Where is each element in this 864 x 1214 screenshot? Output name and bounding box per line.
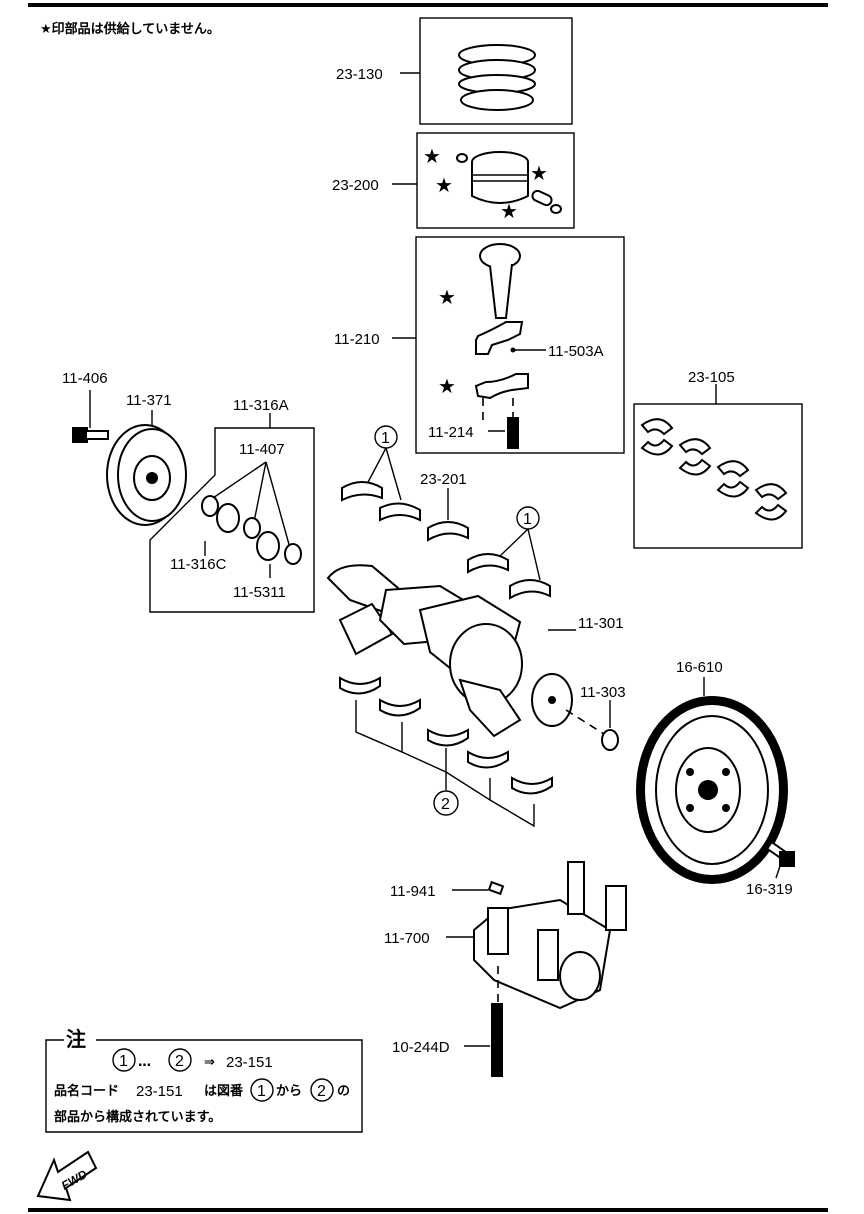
note-line2-c: から: [276, 1084, 302, 1099]
header-note: ★印部品は供給していません。: [40, 21, 220, 37]
star-icon: ★: [423, 144, 441, 168]
label-11-303: 11-303: [580, 684, 626, 701]
label-23-200: 23-200: [332, 177, 379, 194]
piston-ring-set[interactable]: [400, 17, 573, 125]
label-11-941: 11-941: [390, 883, 436, 900]
star-icon: ★: [438, 285, 456, 309]
label-23-105: 23-105: [688, 369, 735, 386]
label-11-407: 11-407: [239, 441, 285, 458]
pilot-bearing[interactable]: [565, 700, 619, 751]
flywheel[interactable]: [636, 677, 788, 884]
label-11-406: 11-406: [62, 370, 108, 387]
label-23-201: 23-201: [420, 471, 467, 488]
label-11-503A: 11-503A: [548, 343, 604, 360]
note-line2-code: 23-151: [136, 1083, 183, 1100]
note-line2-b: は図番: [204, 1083, 244, 1099]
label-11-210: 11-210: [334, 331, 380, 348]
label-10-244D: 10-244D: [392, 1039, 450, 1056]
lower-main-bearings[interactable]: [339, 676, 553, 828]
label-16-319: 16-319: [746, 881, 793, 898]
label-11-301: 11-301: [578, 615, 624, 632]
label-16-610: 16-610: [676, 659, 723, 676]
note-line2-d: の: [337, 1084, 350, 1099]
top-border: [28, 3, 828, 7]
note-ellipsis: …: [138, 1055, 151, 1070]
star-icon: ★: [500, 199, 518, 223]
bearing-cap-assembly[interactable]: [446, 861, 627, 1077]
star-icon: ★: [438, 374, 456, 398]
circled-two: 2: [317, 1083, 326, 1100]
star-icon: ★: [435, 173, 453, 197]
label-11-700: 11-700: [384, 930, 430, 947]
star-icon: ★: [530, 161, 548, 185]
crankshaft-pulley[interactable]: [106, 410, 187, 526]
note-arrow: ⇒: [204, 1055, 215, 1070]
connecting-rod-assembly[interactable]: [392, 236, 625, 454]
note-title: 注: [66, 1027, 86, 1051]
circled-one: 1: [523, 511, 532, 528]
bottom-border: [28, 1208, 828, 1212]
note-code: 23-151: [226, 1054, 273, 1071]
circled-one: 1: [257, 1083, 266, 1100]
piston-assembly[interactable]: [392, 132, 575, 229]
crankshaft[interactable]: [326, 564, 576, 738]
note-line2-a: 品名コード: [54, 1083, 119, 1099]
label-11-316C: 11-316C: [170, 556, 227, 573]
label-11-371: 11-371: [126, 392, 172, 409]
circled-one: 1: [381, 430, 390, 447]
note-box: [45, 1039, 363, 1133]
flywheel-bolt[interactable]: [765, 840, 795, 879]
crank-pulley-bolt[interactable]: [72, 390, 109, 443]
circled-two: 2: [175, 1053, 184, 1070]
oil-seal-kit[interactable]: [149, 413, 315, 613]
forward-arrow-icon: [36, 1150, 98, 1202]
label-11-214: 11-214: [428, 424, 474, 441]
label-11-316A: 11-316A: [233, 397, 289, 414]
label-23-130: 23-130: [336, 66, 383, 83]
circled-one: 1: [119, 1053, 128, 1070]
upper-main-bearings[interactable]: [341, 425, 551, 600]
note-line3: 部品から構成されています。: [54, 1109, 221, 1125]
main-bearing-set[interactable]: [633, 384, 803, 549]
circled-two: 2: [441, 796, 450, 813]
label-11-5311: 11-5311: [233, 584, 286, 601]
